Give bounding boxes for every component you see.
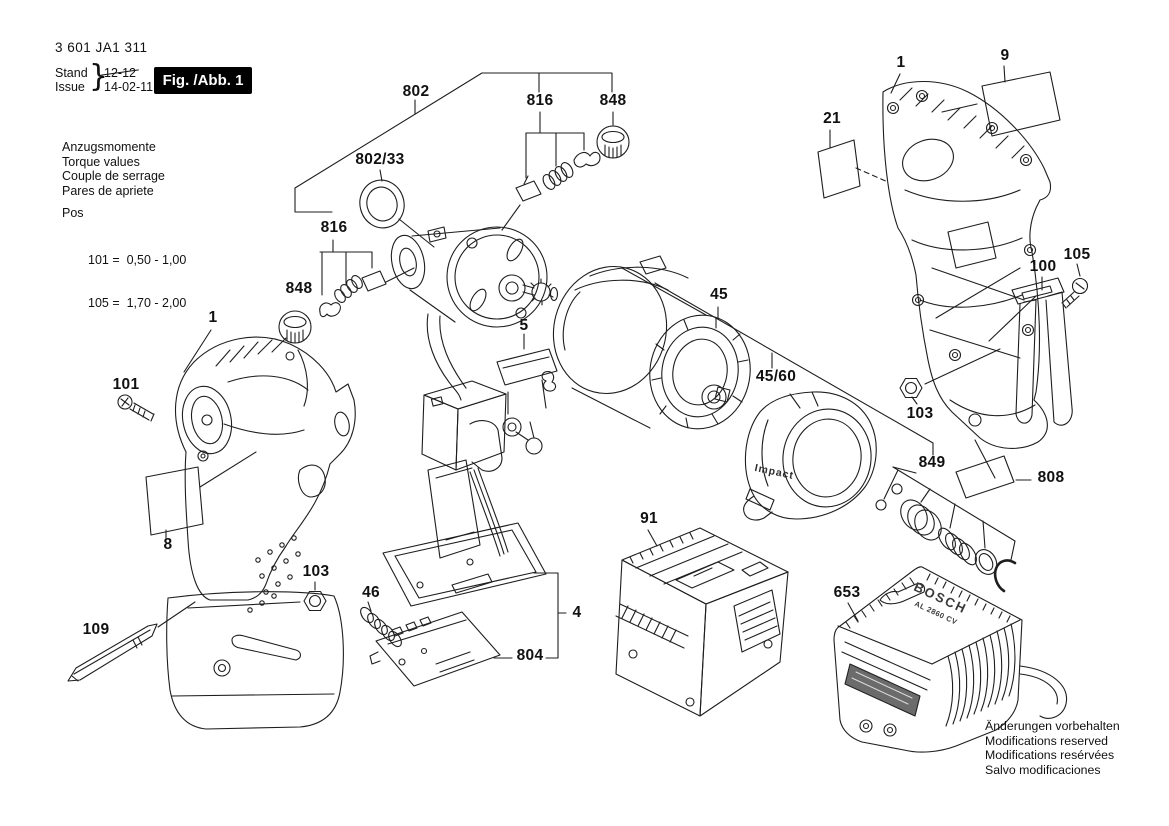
brush-cap-left-drawing [278,310,312,344]
callout-5: 5 [519,317,529,334]
switch-assembly-drawing [421,380,543,472]
callout-105: 105 [1063,246,1091,263]
callout-808: 808 [1037,469,1065,486]
motor-drawing [390,226,559,401]
callout-103-left: 103 [302,563,330,580]
sticker-9-drawing [981,71,1061,137]
callout-91: 91 [640,510,658,527]
brush-cap-top-drawing [596,125,630,159]
callout-804: 804 [516,647,544,664]
brush-set-top-drawing [501,151,601,231]
callout-4: 4 [572,604,582,621]
nut-103-right-drawing [899,377,923,399]
issue-date: 14-02-11 [104,80,154,94]
callout-100: 100 [1029,258,1057,275]
document-part-number: 3 601 JA1 311 [55,40,148,55]
figure-label: Fig. /Abb. 1 [162,72,244,89]
revision-note-en: Modifications reserved [985,733,1109,748]
revision-note-de: Änderungen vorbehalten [985,719,1120,733]
front-cover-drawing [743,391,877,521]
stand-label: Stand [55,66,88,80]
callout-802: 802 [402,83,430,100]
torque-row: 105 = 1,70 - 2,00 [88,296,187,310]
detent-parts-849-drawing [875,483,1017,593]
torque-title-de: Anzugsmomente [62,140,156,154]
hammer-case-drawing [552,255,751,430]
torque-title-fr: Couple de serrage [62,169,165,183]
issue-label: Issue [55,80,85,94]
callout-816-left: 816 [320,219,348,236]
callout-816-top: 816 [526,92,554,109]
switch-plate-5-drawing [496,348,558,392]
spring-46-drawing [360,606,402,648]
contact-plate-804-drawing [369,611,501,687]
date-column: 12-12 14-02-11 [104,66,153,94]
callout-8: 8 [163,536,173,553]
stand-issue-labels: Stand Issue [55,66,88,94]
brush-set-left-drawing [319,267,415,318]
nut-103-left-drawing [303,590,327,612]
callout-46: 46 [362,584,380,601]
screw-105-drawing [1061,277,1089,309]
callout-802-33: 802/33 [355,151,405,168]
torque-title-es: Pares de apriete [62,183,154,198]
bit-109-drawing [67,623,158,682]
electronics-holder-drawing [382,459,547,607]
callout-leader-lines [157,65,1081,659]
superseded-date: 12-12 [104,66,136,80]
callout-109: 109 [82,621,110,638]
callout-653: 653 [833,584,861,601]
o-ring-802-33-drawing [359,179,405,229]
callout-849: 849 [918,454,946,471]
callout-848-top: 848 [599,92,627,109]
sticker-21-drawing [817,139,861,199]
callout-45-60: 45/60 [755,368,797,385]
right-housing-drawing [882,80,1052,449]
screw-101-drawing [117,394,155,422]
belt-clip-100-drawing [1011,277,1073,426]
torque-row: 101 = 0,50 - 1,00 [88,252,187,267]
callout-1-right: 1 [896,54,906,71]
sticker-8-drawing [145,466,204,536]
sticker-808-drawing [955,455,1015,499]
torque-title-en: Torque values [62,154,140,169]
left-housing-drawing [166,336,356,730]
charger-drawing [833,566,1068,753]
torque-table: Anzugsmomente Torque values Couple de se… [62,140,186,340]
callout-1-left: 1 [208,309,218,326]
revision-note-fr: Modifications resérvées [985,748,1115,762]
revision-note: Änderungen vorbehalten Modifications res… [985,719,1120,777]
callout-848-left: 848 [285,280,313,297]
torque-pos-label: Pos [62,206,84,220]
revision-note-es: Salvo modificaciones [985,762,1101,777]
battery-drawing [615,527,789,717]
callout-101: 101 [112,376,140,393]
figure-badge: Fig. /Abb. 1 [154,67,252,94]
callout-103-right: 103 [906,405,934,422]
callout-21: 21 [823,110,841,127]
callout-45: 45 [710,286,728,303]
callout-9: 9 [1000,47,1010,64]
